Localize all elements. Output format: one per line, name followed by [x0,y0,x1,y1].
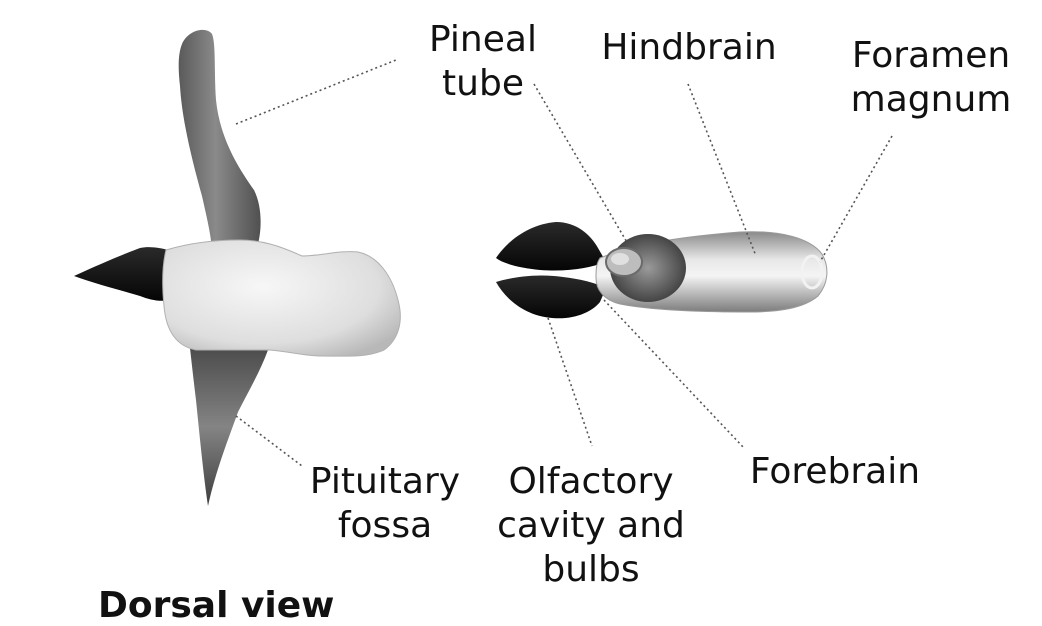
label-foramen-magnum: Foramen magnum [836,34,1026,122]
left-olfactory-shape [74,247,170,301]
label-forebrain: Forebrain [740,450,930,494]
label-pineal-tube-line1: Pineal [429,19,537,60]
label-pituitary-fossa-line1: Pituitary [309,461,461,502]
label-olfactory-line3: bulbs [542,549,640,590]
label-forebrain-line1: Forebrain [749,451,921,492]
label-olfactory: Olfactory cavity and bulbs [486,460,696,592]
left-pituitary-shape [190,348,268,506]
label-hindbrain-line1: Hindbrain [601,27,777,68]
leader-pineal-right [533,83,629,245]
leader-hindbrain [687,83,757,257]
left-endocast [74,29,401,506]
label-pineal-tube: Pineal tube [408,18,558,106]
leader-pituitary [235,415,303,467]
label-pituitary-fossa: Pituitary fossa [300,460,470,548]
pineal-knob-highlight [611,253,629,265]
left-pineal-tube-shape [178,29,261,249]
cropped-caption: Dorsal view [98,585,335,626]
foramen-magnum-shape [800,254,824,290]
brain-endocast-diagram [74,29,893,506]
label-foramen-magnum-line2: magnum [850,79,1012,120]
label-olfactory-line1: Olfactory [508,461,674,502]
right-endocast [496,222,828,319]
leader-foramen [819,135,893,263]
leader-olfactory [547,317,593,447]
leader-forebrain [603,299,745,449]
label-foramen-magnum-line1: Foramen [851,35,1011,76]
leader-lines [235,59,893,467]
left-braincase-shape [162,239,401,357]
label-pituitary-fossa-line2: fossa [337,505,433,546]
label-olfactory-line2: cavity and [497,505,685,546]
leader-pineal-left [235,59,397,125]
upper-olfactory-bulb-shape [496,222,606,271]
lower-olfactory-bulb-shape [496,275,606,319]
label-pineal-tube-line2: tube [442,63,524,104]
label-hindbrain: Hindbrain [594,26,784,70]
